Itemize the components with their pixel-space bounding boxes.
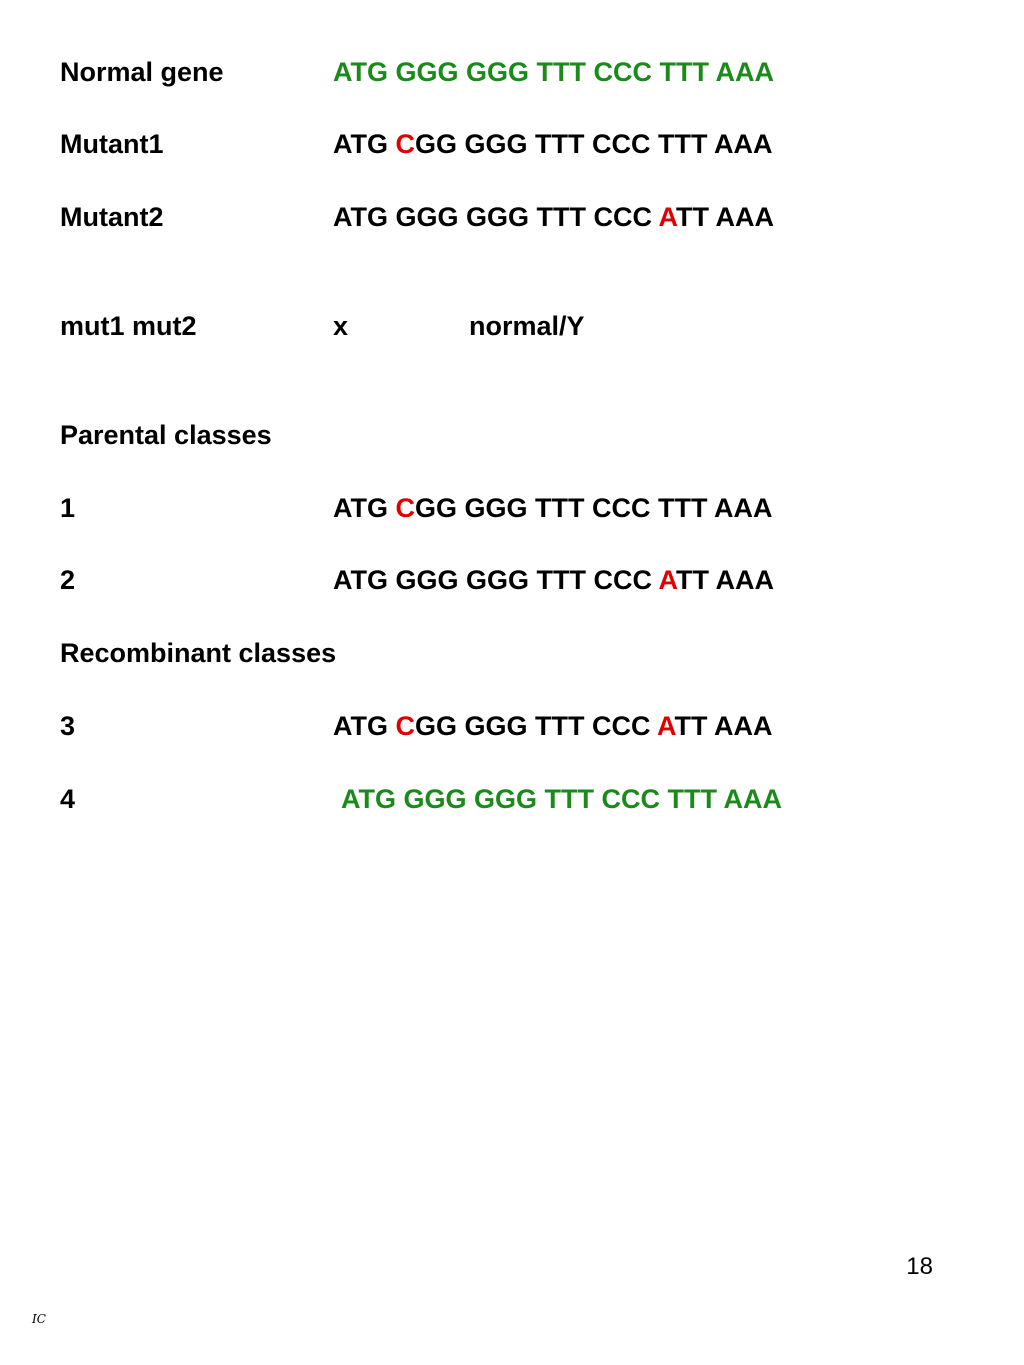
class-1-sequence: ATG CGG GGG TTT CCC TTT AAA [333, 488, 772, 528]
class-4-row: 4 ATG GGG GGG TTT CCC TTT AAA [0, 779, 1024, 819]
mutant2-sequence: ATG GGG GGG TTT CCC ATT AAA [333, 197, 774, 237]
cross-female-genotype: mut1 mut2 [60, 311, 197, 341]
sequence-part: TT AAA [674, 711, 773, 741]
parental-heading-row: Parental classes [0, 415, 1024, 455]
class-1-label: 1 [60, 493, 76, 523]
sequence-part: ATG GGG GGG TTT CCC [333, 565, 659, 595]
sequence-part: ATG [333, 711, 396, 741]
parental-classes-heading: Parental classes [60, 420, 272, 450]
mutant2-label: Mutant2 [60, 202, 164, 232]
class-2-label: 2 [60, 565, 76, 595]
sequence-part: TT AAA [675, 202, 774, 232]
sequence-part: ATG [333, 493, 396, 523]
cross-row: mut1 mut2 x normal/Y [0, 306, 1024, 346]
mutation-base: C [395, 711, 416, 741]
mutant1-row: Mutant1 ATG CGG GGG TTT CCC TTT AAA [0, 124, 1024, 164]
recombinant-heading-row: Recombinant classes [0, 633, 1024, 673]
mutant2-row: Mutant2 ATG GGG GGG TTT CCC ATT AAA [0, 197, 1024, 237]
normal-gene-label: Normal gene [60, 57, 224, 87]
class-3-row: 3 ATG CGG GGG TTT CCC ATT AAA [0, 706, 1024, 746]
cross-male-genotype: normal/Y [469, 311, 585, 341]
class-4-label: 4 [60, 784, 76, 814]
mutation-base: A [657, 711, 675, 741]
sequence-part: GG GGG TTT CCC [415, 711, 657, 741]
mutation-base: C [395, 493, 416, 523]
class-2-row: 2 ATG GGG GGG TTT CCC ATT AAA [0, 560, 1024, 600]
cross-symbol: x [333, 311, 349, 341]
class-4-sequence: ATG GGG GGG TTT CCC TTT AAA [341, 784, 782, 814]
class-2-sequence: ATG GGG GGG TTT CCC ATT AAA [333, 560, 774, 600]
mutation-base: C [395, 129, 416, 159]
sequence-part: ATG [333, 129, 396, 159]
mutant1-label: Mutant1 [60, 129, 164, 159]
mutant1-sequence: ATG CGG GGG TTT CCC TTT AAA [333, 124, 772, 164]
class-1-row: 1 ATG CGG GGG TTT CCC TTT AAA [0, 488, 1024, 528]
class-3-label: 3 [60, 711, 76, 741]
sequence-part: TT AAA [675, 565, 774, 595]
sequence-part: GG GGG TTT CCC TTT AAA [415, 129, 773, 159]
class-3-sequence: ATG CGG GGG TTT CCC ATT AAA [333, 706, 772, 746]
mutation-base: A [658, 202, 676, 232]
page-number: 18 [906, 1253, 933, 1280]
sequence-part: GG GGG TTT CCC TTT AAA [415, 493, 773, 523]
sequence-part: ATG GGG GGG TTT CCC [333, 202, 659, 232]
mutation-base: A [658, 565, 676, 595]
normal-gene-row: Normal gene ATG GGG GGG TTT CCC TTT AAA [0, 52, 1024, 92]
recombinant-classes-heading: Recombinant classes [60, 638, 337, 668]
normal-gene-sequence: ATG GGG GGG TTT CCC TTT AAA [333, 57, 774, 87]
footer-initials: IC [32, 1312, 46, 1326]
